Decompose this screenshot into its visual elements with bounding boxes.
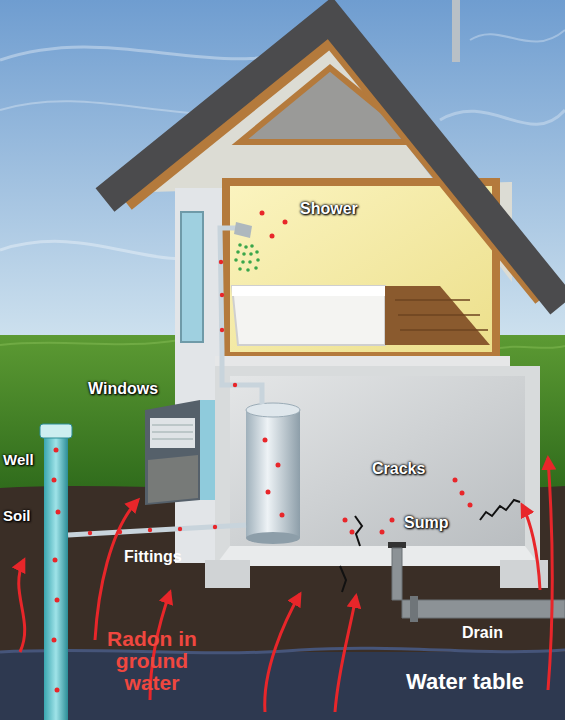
part-label: Well (3, 452, 34, 469)
part-label: Windows (88, 380, 158, 398)
part-label: Fittings (124, 548, 182, 566)
part-label: Soil (3, 508, 31, 525)
part-label: Cracks (372, 460, 425, 478)
layer-label: Water table (406, 670, 524, 694)
source-label: Radon in ground water (92, 628, 212, 694)
part-label: Sump (404, 514, 448, 532)
room-label: Shower (300, 200, 358, 218)
part-label: Drain (462, 624, 503, 642)
